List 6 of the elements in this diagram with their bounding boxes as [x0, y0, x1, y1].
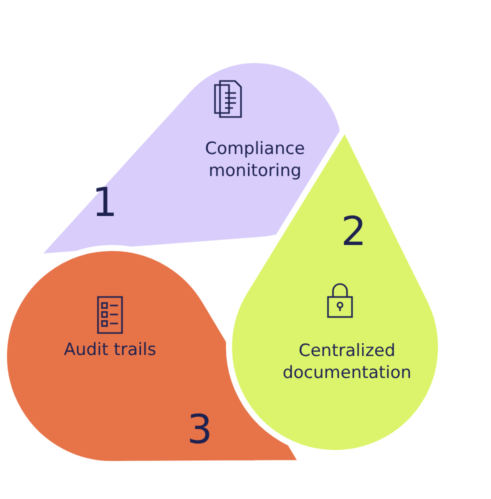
step-number: 3: [187, 408, 212, 452]
step-number: 1: [92, 181, 118, 225]
step-number: 2: [341, 210, 366, 254]
node-label: Audit trails: [62, 339, 158, 361]
node-label: Centralized documentation: [282, 340, 412, 384]
node-label: Compliance monitoring: [204, 138, 306, 182]
